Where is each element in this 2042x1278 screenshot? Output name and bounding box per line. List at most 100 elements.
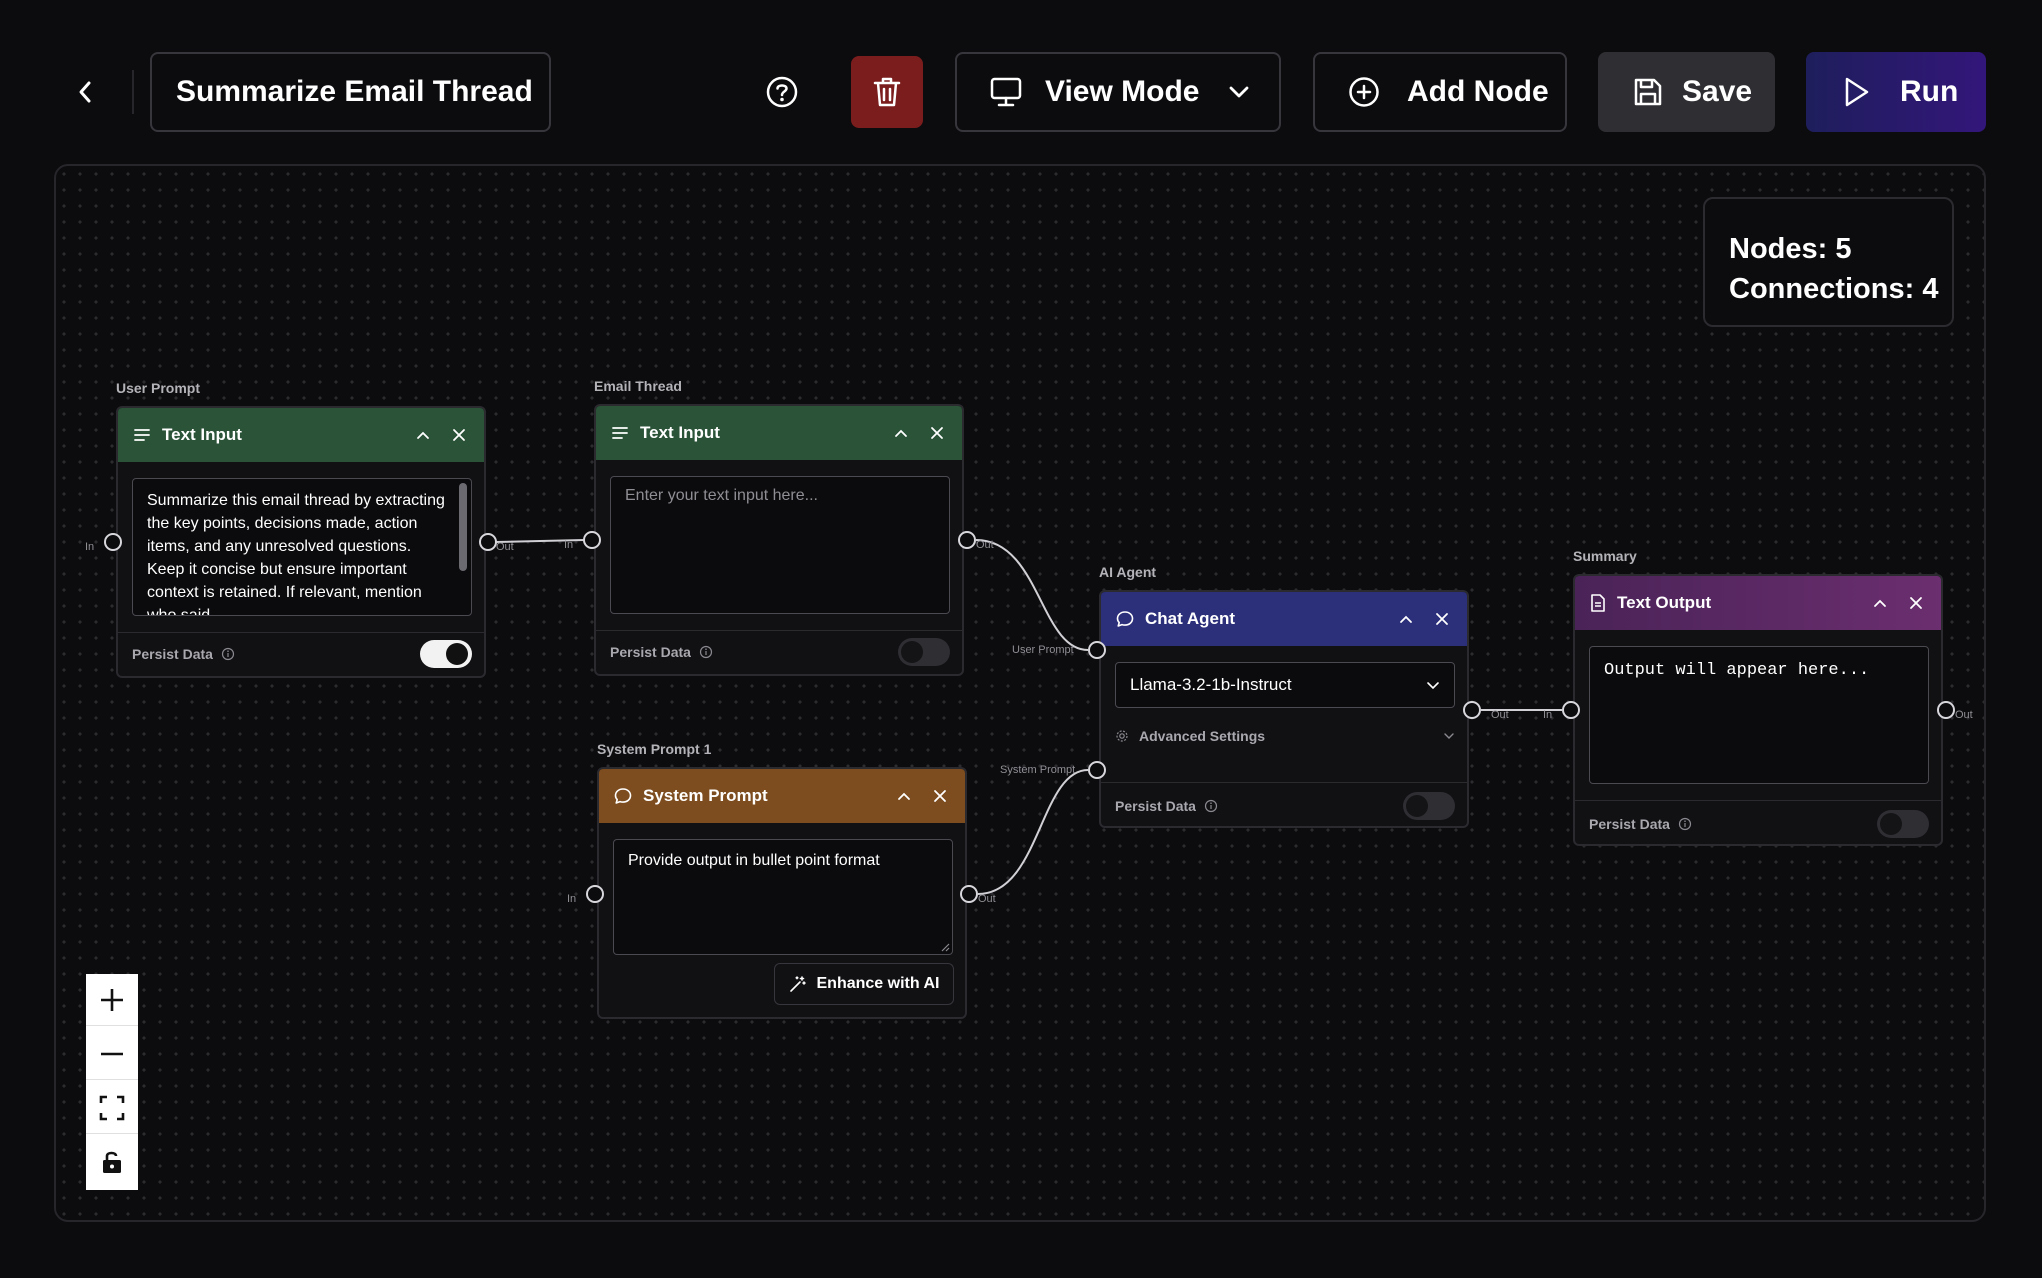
divider bbox=[118, 632, 484, 633]
node-header[interactable]: Text Input bbox=[118, 408, 484, 462]
connection-count: Connections: 4 bbox=[1729, 273, 1939, 305]
close-button[interactable] bbox=[1901, 588, 1931, 618]
toggle-knob bbox=[1406, 795, 1428, 817]
chat-icon bbox=[614, 788, 632, 804]
enhance-ai-label: Enhance with AI bbox=[816, 975, 940, 992]
port-label-in: In bbox=[1543, 709, 1553, 721]
system-prompt-out-port[interactable] bbox=[960, 885, 978, 903]
user-prompt-in-port[interactable] bbox=[104, 533, 122, 551]
email-thread-out-port[interactable] bbox=[958, 531, 976, 549]
collapse-button[interactable] bbox=[889, 781, 919, 811]
model-select[interactable]: Llama-3.2-1b-Instruct bbox=[1115, 662, 1455, 708]
system-prompt-textarea[interactable]: Provide output in bullet point format bbox=[613, 839, 953, 955]
zoom-in-button[interactable] bbox=[86, 974, 138, 1026]
node-header[interactable]: Text Output bbox=[1575, 576, 1941, 630]
toggle-knob bbox=[446, 643, 468, 665]
user-prompt-out-port[interactable] bbox=[479, 533, 497, 551]
collapse-icon bbox=[898, 792, 910, 800]
advanced-settings-label: Advanced Settings bbox=[1139, 728, 1266, 744]
chevron-left-icon bbox=[79, 81, 91, 103]
close-icon bbox=[1910, 597, 1922, 609]
help-button[interactable] bbox=[764, 74, 800, 110]
text-output-node[interactable]: Text Output Output will appear here... P… bbox=[1573, 574, 1943, 846]
collapse-button[interactable] bbox=[886, 418, 916, 448]
run-button[interactable]: Run bbox=[1806, 52, 1986, 132]
text-input-area[interactable]: Enter your text input here... bbox=[610, 476, 950, 614]
trash-icon bbox=[873, 77, 901, 107]
port-label-in: In bbox=[564, 539, 574, 551]
enhance-ai-button[interactable]: Enhance with AI bbox=[774, 963, 954, 1005]
persist-toggle[interactable] bbox=[898, 638, 950, 666]
add-node-button[interactable]: Add Node bbox=[1313, 52, 1567, 132]
email-thread-in-port[interactable] bbox=[583, 531, 601, 549]
output-text: Output will appear here... bbox=[1604, 661, 1870, 680]
text-output-out-port[interactable] bbox=[1937, 701, 1955, 719]
delete-button[interactable] bbox=[851, 56, 923, 128]
minus-icon bbox=[101, 1052, 123, 1055]
lines-icon bbox=[612, 427, 628, 439]
user-prompt-node[interactable]: Text Input Summarize this email thread b… bbox=[116, 406, 486, 678]
port-label-system-prompt: System Prompt bbox=[1000, 764, 1076, 776]
close-button[interactable] bbox=[925, 781, 955, 811]
persist-data-label: Persist Data bbox=[610, 644, 713, 660]
stats-panel: Nodes: 5 Connections: 4 bbox=[1703, 197, 1954, 327]
node-header[interactable]: Chat Agent bbox=[1101, 592, 1467, 646]
collapse-icon bbox=[1400, 615, 1412, 623]
play-icon bbox=[1845, 77, 1869, 107]
node-title: Chat Agent bbox=[1145, 609, 1236, 628]
save-button[interactable]: Save bbox=[1598, 52, 1775, 132]
divider bbox=[1575, 800, 1941, 801]
close-button[interactable] bbox=[444, 420, 474, 450]
node-header[interactable]: System Prompt bbox=[599, 769, 965, 823]
resize-handle-icon[interactable] bbox=[940, 942, 950, 952]
chevron-down-icon bbox=[1427, 682, 1439, 690]
divider bbox=[132, 70, 134, 114]
chat-agent-system-prompt-port[interactable] bbox=[1088, 761, 1106, 779]
node-title: Text Output bbox=[1617, 593, 1712, 612]
info-icon bbox=[1678, 817, 1692, 831]
run-label: Run bbox=[1900, 75, 1959, 108]
close-button[interactable] bbox=[922, 418, 952, 448]
divider bbox=[596, 630, 962, 631]
system-prompt-in-port[interactable] bbox=[586, 885, 604, 903]
view-mode-dropdown[interactable]: View Mode bbox=[955, 52, 1281, 132]
persist-toggle[interactable] bbox=[1403, 792, 1455, 820]
persist-data-label: Persist Data bbox=[1589, 816, 1692, 832]
text-output-in-port[interactable] bbox=[1562, 701, 1580, 719]
workflow-title-input[interactable]: Summarize Email Thread bbox=[150, 52, 551, 132]
add-node-label: Add Node bbox=[1407, 75, 1549, 108]
node-header[interactable]: Text Input bbox=[596, 406, 962, 460]
persist-data-label: Persist Data bbox=[132, 646, 235, 662]
chat-agent-user-prompt-port[interactable] bbox=[1088, 641, 1106, 659]
connection-system-prompt-to-chat-agent bbox=[977, 769, 1089, 895]
wand-icon bbox=[789, 976, 806, 992]
email-thread-node[interactable]: Text Input Enter your text input here...… bbox=[594, 404, 964, 676]
chat-agent-node[interactable]: Chat Agent Llama-3.2-1b-Instruct Advance… bbox=[1099, 590, 1469, 828]
connection-email-thread-to-chat-agent bbox=[975, 539, 1089, 651]
collapse-button[interactable] bbox=[1391, 604, 1421, 634]
gear-icon bbox=[1116, 730, 1128, 742]
close-icon bbox=[934, 790, 946, 802]
advanced-settings-toggle[interactable]: Advanced Settings bbox=[1115, 724, 1455, 748]
prompt-text: Summarize this email thread by extractin… bbox=[147, 492, 445, 616]
back-button[interactable] bbox=[70, 72, 102, 112]
zoom-out-button[interactable] bbox=[86, 1028, 138, 1080]
port-label-out: Out bbox=[1955, 709, 1973, 721]
persist-toggle[interactable] bbox=[1877, 810, 1929, 838]
close-button[interactable] bbox=[1427, 604, 1457, 634]
lock-button[interactable] bbox=[86, 1136, 138, 1188]
system-prompt-text: Provide output in bullet point format bbox=[628, 852, 880, 869]
chat-agent-out-port[interactable] bbox=[1463, 701, 1481, 719]
plus-icon bbox=[101, 988, 123, 1011]
persist-toggle[interactable] bbox=[420, 640, 472, 668]
fit-view-button[interactable] bbox=[86, 1082, 138, 1134]
collapse-icon bbox=[1874, 599, 1886, 607]
lock-icon bbox=[103, 1151, 121, 1173]
collapse-button[interactable] bbox=[1865, 588, 1895, 618]
view-mode-label: View Mode bbox=[1045, 75, 1200, 108]
system-prompt-node[interactable]: System Prompt Provide output in bullet p… bbox=[597, 767, 967, 1019]
textarea-scrollbar[interactable] bbox=[459, 483, 467, 571]
prompt-textarea[interactable]: Summarize this email thread by extractin… bbox=[132, 478, 472, 616]
collapse-button[interactable] bbox=[408, 420, 438, 450]
